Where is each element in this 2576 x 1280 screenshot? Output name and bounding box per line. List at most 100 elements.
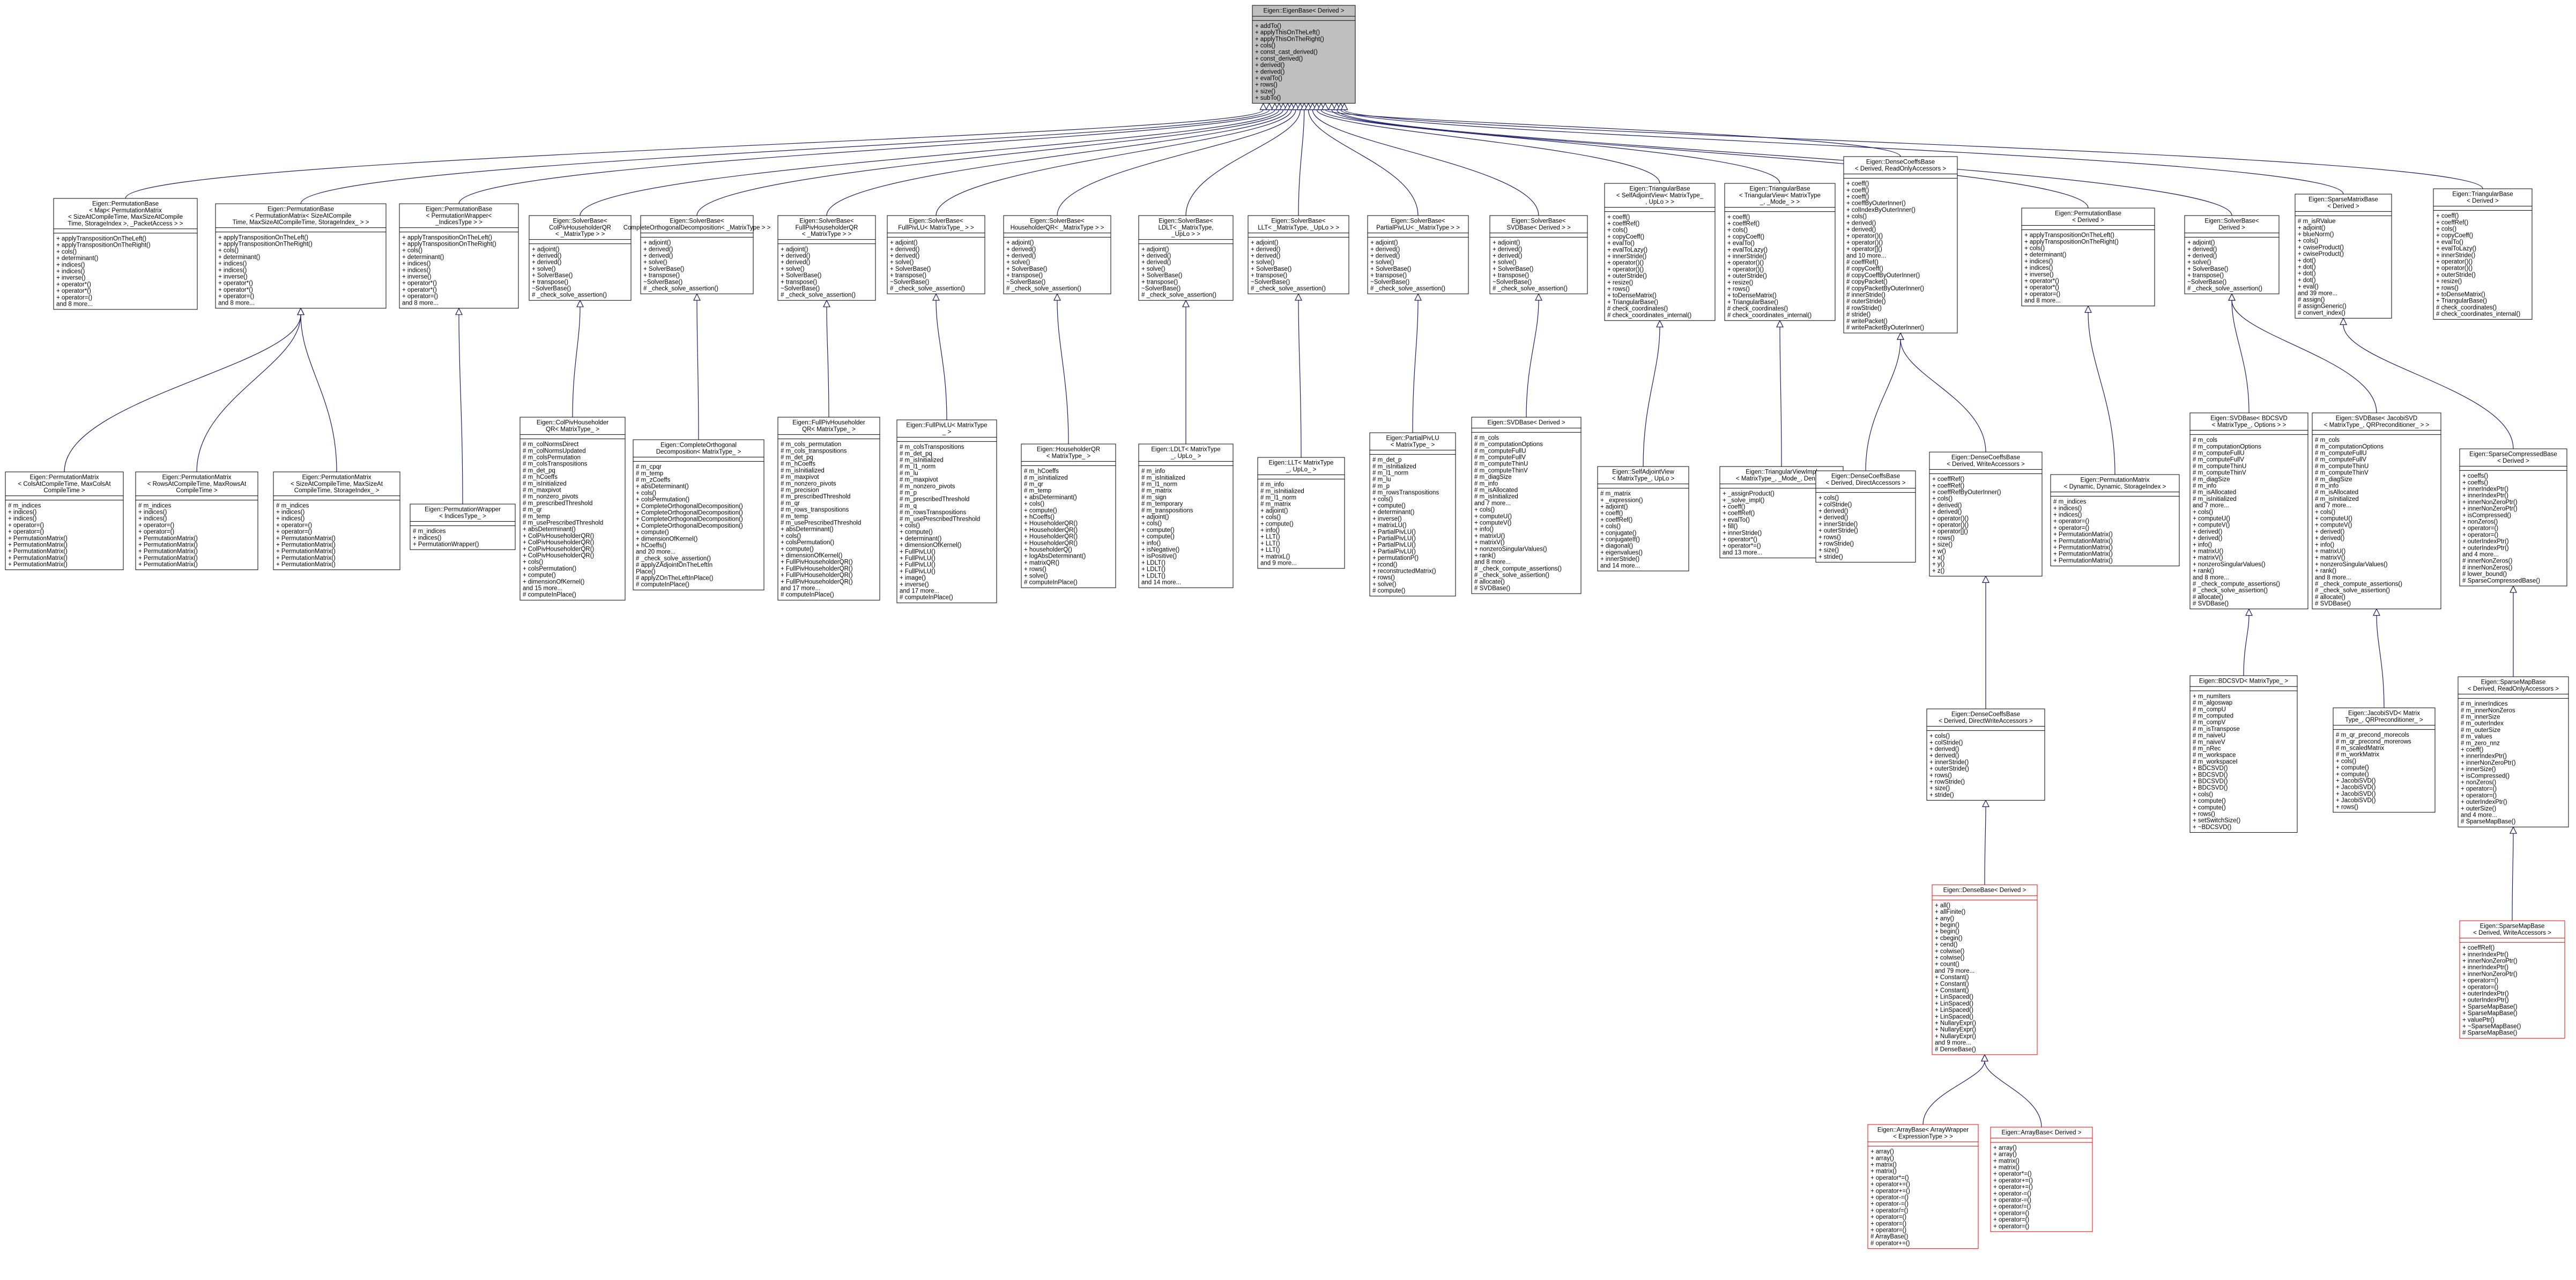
class-node-sparsecompressedbase[interactable]: Eigen::SparseCompressedBase< Derived >+ … (2459, 448, 2567, 587)
class-member: # m_compU (2193, 706, 2226, 713)
class-member: + coeff() (1846, 181, 1869, 187)
class-member: + rows() (2193, 811, 2215, 818)
class-node-triangular_view[interactable]: Eigen::TriangularBase< TriangularView< M… (1724, 183, 1836, 321)
class-box (1843, 156, 1958, 334)
class-node-sparsemapbase_readonly[interactable]: Eigen::SparseMapBase< Derived, ReadOnlyA… (2458, 676, 2569, 827)
class-node-solver_derived[interactable]: Eigen::SolverBase<Derived >+ adjoint()+ … (2184, 215, 2280, 294)
class-node-triangular_selfadjoint[interactable]: Eigen::TriangularBase< SelfAdjointView< … (1604, 183, 1716, 321)
class-node-llt[interactable]: Eigen::LLT< MatrixType_, UpLo_ ># m_info… (1257, 457, 1345, 569)
class-member: + solve() (2187, 260, 2211, 266)
class-node-perm_sizeat[interactable]: Eigen::PermutationMatrix< SizeAtCompileT… (273, 471, 400, 571)
class-node-fullpivlu[interactable]: Eigen::FullPivLU< MatrixType_ ># m_colsT… (896, 419, 997, 603)
class-node-solver_colpiv[interactable]: Eigen::SolverBase<ColPivHouseholderQR< _… (529, 215, 632, 301)
inheritance-edge (1298, 109, 1305, 216)
class-node-solver_partialpivlu[interactable]: Eigen::SolverBase<PartialPivLU< _MatrixT… (1367, 215, 1469, 294)
class-node-perm_wrapper[interactable]: Eigen::PermutationWrapper< IndicesType_ … (410, 504, 516, 550)
class-member: + outerIndexPtr() (2462, 538, 2509, 545)
class-node-perm_colsat[interactable]: Eigen::PermutationMatrix< ColsAtCompileT… (5, 471, 124, 571)
class-node-triangularbase_derived[interactable]: Eigen::TriangularBase< Derived >+ coeff(… (2433, 188, 2533, 320)
inheritance-edge (300, 109, 1270, 204)
class-member: # writePacket() (1846, 318, 1888, 324)
class-node-ldlt[interactable]: Eigen::LDLT< MatrixType_, UpLo_ ># m_inf… (1138, 443, 1234, 588)
class-node-svdbase_jacobisvd[interactable]: Eigen::SVDBase< JacobiSVD< MatrixType_, … (2312, 412, 2441, 610)
class-node-permbase_matrix[interactable]: Eigen::PermutationBase< PermutationMatri… (215, 203, 387, 309)
class-node-solver_fullpivqr[interactable]: Eigen::SolverBase<FullPivHouseholderQR< … (777, 215, 876, 301)
class-member: # m_zero_nnz (2461, 740, 2500, 746)
class-member: + innerIndexPtr() (2462, 486, 2508, 493)
class-node-permbase_derived[interactable]: Eigen::PermutationBase< Derived >+ apply… (2021, 208, 2155, 307)
class-member: # innerNonZeros() (2462, 558, 2512, 565)
class-node-perm_rowsat[interactable]: Eigen::PermutationMatrix< RowsAtCompileT… (135, 471, 258, 571)
class-title-line: CompileTime, StorageIndex_ > (294, 487, 380, 494)
class-node-permbase_wrapper[interactable]: Eigen::PermutationBase< PermutationWrapp… (399, 203, 519, 309)
class-member: + absDeterminant() (781, 527, 834, 533)
class-box (1138, 443, 1234, 588)
class-node-solver_fullpivlu[interactable]: Eigen::SolverBase<FullPivLU< MatrixType_… (887, 215, 985, 294)
class-title-line: _, UpLo_ > (1286, 467, 1317, 473)
class-member: + blueNorm() (2298, 232, 2334, 238)
class-node-bdcsvd[interactable]: Eigen::BDCSVD< MatrixType_ >+ m_numIters… (2189, 675, 2298, 833)
class-member: + determinant() (402, 254, 444, 261)
class-member: + applyTranspositionOnTheLeft() (218, 234, 308, 241)
class-member: # m_computeFullU (1474, 448, 1526, 454)
class-member: # m_hCoeffs (781, 461, 815, 468)
class-member: + rowStride() (1818, 541, 1854, 547)
class-node-svdbase_bdcsvd[interactable]: Eigen::SVDBase< BDCSVD< MatrixType_, Opt… (2189, 412, 2308, 610)
class-member: + transpose() (2187, 272, 2224, 279)
class-member: + derived() (2315, 529, 2344, 535)
class-node-sparsemapbase_write[interactable]: Eigen::SparseMapBase< Derived, WriteAcce… (2459, 920, 2565, 1039)
class-member: + coeffByOuterInner() (1846, 201, 1906, 207)
class-node-jacobisvd[interactable]: Eigen::JacobiSVD< MatrixType_, QRPrecond… (2333, 707, 2436, 813)
class-member: + cols() (2315, 509, 2335, 515)
class-member: and 14 more... (1141, 580, 1181, 586)
class-member: + cols() (1932, 496, 1953, 502)
class-member: + NullaryExpr() (1935, 1033, 1976, 1040)
class-title-line: _, _Mode_ > > (1760, 199, 1800, 205)
class-node-solver_llt[interactable]: Eigen::SolverBase<LLT< _MatrixType, _UpL… (1248, 215, 1349, 294)
class-node-arraybase_derived[interactable]: Eigen::ArrayBase< Derived >+ array()+ ar… (1990, 1127, 2093, 1232)
class-member: # copyCoeffByOuterInner() (1846, 272, 1920, 279)
inheritance-arrowhead (693, 293, 701, 301)
class-node-root[interactable]: Eigen::EigenBase< Derived >+ addTo()+ ap… (1252, 5, 1356, 104)
class-member: + solve() (643, 260, 667, 266)
class-node-solver_ldlt[interactable]: Eigen::SolverBase<LDLT< _MatrixType,_UpL… (1138, 215, 1234, 301)
class-member: + applyTranspositionOnTheRight() (2024, 239, 2119, 245)
class-node-arraybase_wrapper[interactable]: Eigen::ArrayBase< ArrayWrapper< Expressi… (1867, 1124, 1979, 1249)
class-member: + begin() (1935, 922, 1959, 929)
class-node-sparsematrixbase[interactable]: Eigen::SparseMatrixBase< Derived ># m_is… (2295, 194, 2392, 319)
class-node-solver_hqr[interactable]: Eigen::SolverBase<HouseholderQR< _Matrix… (1003, 215, 1111, 294)
class-node-partialpivlu[interactable]: Eigen::PartialPivLU< MatrixType_ ># m_de… (1369, 432, 1456, 597)
class-member: # _check_solve_assertion() (890, 286, 965, 292)
class-node-permmatrix_dynamic[interactable]: Eigen::PermutationMatrix< Dynamic, Dynam… (2050, 474, 2180, 566)
class-member: ~SolverBase() (1006, 279, 1045, 285)
class-node-densecoeffs_directwrite[interactable]: Eigen::DenseCoeffsBase< Derived, DirectW… (1926, 708, 2045, 801)
class-title-line: < Derived > (2467, 198, 2499, 204)
class-node-selfadjointview[interactable]: Eigen::SelfAdjointView< MatrixType_, UpL… (1597, 466, 1689, 572)
class-node-solver_svd[interactable]: Eigen::SolverBase<SVDBase< Derived > >+ … (1489, 215, 1588, 294)
class-node-hqr[interactable]: Eigen::HouseholderQR< MatrixType_ ># m_h… (1021, 443, 1116, 588)
class-node-cod[interactable]: Eigen::CompleteOrthogonalDecomposition< … (633, 439, 764, 590)
class-member: + cwiseProduct() (2298, 245, 2344, 251)
class-node-densecoeffs_readonly[interactable]: Eigen::DenseCoeffsBase< Derived, ReadOnl… (1843, 156, 1958, 334)
class-member: # allocate() (2315, 594, 2345, 601)
class-node-permbase_map[interactable]: Eigen::PermutationBase< Map< Permutation… (53, 198, 198, 310)
class-member: + inverse() (2024, 271, 2054, 278)
class-member: + colwise() (1935, 955, 1964, 961)
class-member: + cols() (402, 248, 422, 254)
class-member: # _check_solve_assertion() (636, 556, 711, 562)
class-member: + diagonal() (1600, 543, 1633, 550)
class-node-svdbase[interactable]: Eigen::SVDBase< Derived ># m_cols# m_com… (1471, 417, 1582, 594)
class-node-densecoeffs_direct[interactable]: Eigen::DenseCoeffsBase< Derived, DirectA… (1815, 470, 1916, 563)
class-node-colpivqr[interactable]: Eigen::ColPivHouseholderQR< MatrixType_ … (519, 417, 626, 601)
class-node-fullpivqr[interactable]: Eigen::FullPivHouseholderQR< MatrixType_… (777, 417, 880, 601)
class-node-solver_cod[interactable]: Eigen::SolverBase<CompleteOrthogonalDeco… (623, 215, 771, 294)
class-member: + indices() (402, 261, 431, 267)
class-member: # computeInPlace() (900, 595, 953, 601)
class-member: # m_lu (900, 470, 918, 477)
inheritance-arrowhead (576, 299, 584, 307)
class-member: and 4 more... (2462, 552, 2499, 558)
class-node-densebase[interactable]: Eigen::DenseBase< Derived >+ all()+ allF… (1932, 884, 2038, 1055)
class-node-densecoeffs_write[interactable]: Eigen::DenseCoeffsBase< Derived, WriteAc… (1929, 452, 2043, 576)
class-member: + transpose() (890, 272, 926, 279)
class-member: + derived() (1255, 62, 1285, 69)
